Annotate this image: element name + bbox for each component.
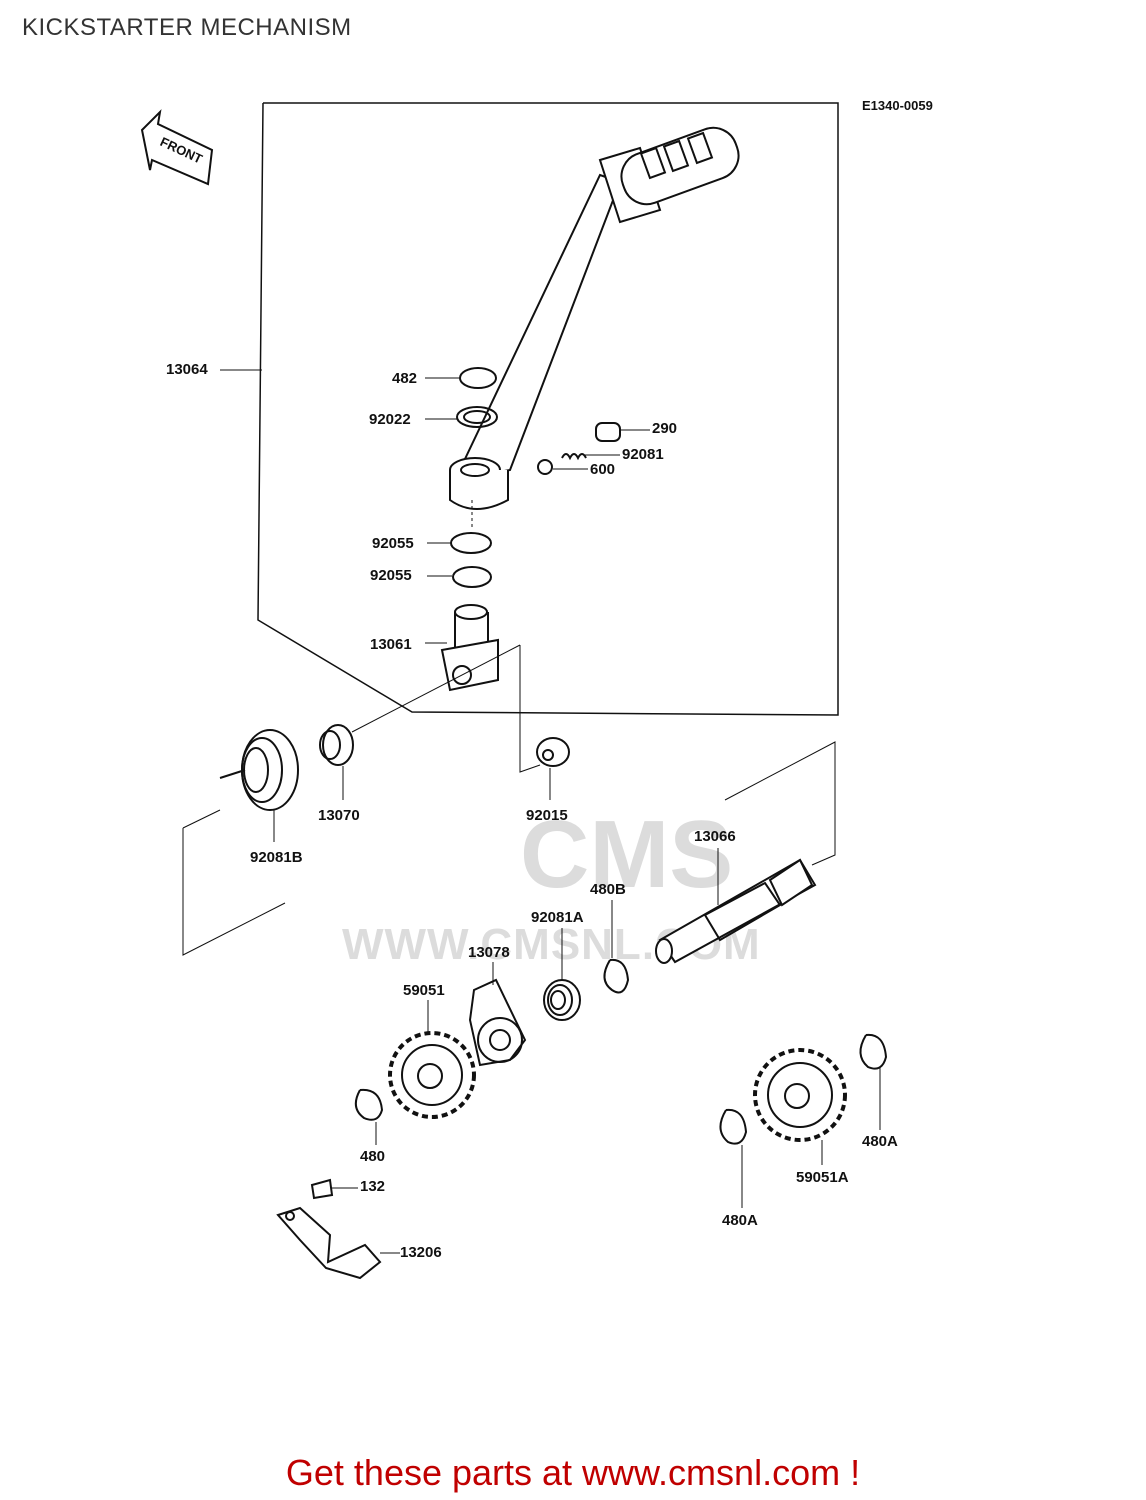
part-label-92015: 92015 bbox=[526, 807, 568, 824]
bushing-92015 bbox=[536, 737, 570, 767]
part-label-480B: 480B bbox=[590, 881, 626, 898]
part-label-480A-right: 480A bbox=[862, 1133, 898, 1150]
ratchet-13078 bbox=[468, 978, 527, 1067]
circlip-480A-bottom bbox=[719, 1108, 748, 1145]
circlip-482 bbox=[459, 367, 497, 389]
part-label-92055-b: 92055 bbox=[370, 567, 412, 584]
ball-600 bbox=[537, 459, 553, 475]
spring-92081A bbox=[543, 979, 581, 1021]
part-label-13078: 13078 bbox=[468, 944, 510, 961]
oring-92055-a bbox=[450, 532, 492, 554]
kick-shaft-13066 bbox=[655, 858, 817, 964]
part-label-13066: 13066 bbox=[694, 828, 736, 845]
circlip-480 bbox=[354, 1088, 384, 1121]
part-label-13070: 13070 bbox=[318, 807, 360, 824]
part-label-132: 132 bbox=[360, 1178, 386, 1195]
spring-92081B bbox=[219, 729, 299, 811]
part-label-92055-a: 92055 bbox=[372, 535, 414, 552]
part-label-482: 482 bbox=[392, 370, 418, 387]
part-label-13206: 13206 bbox=[400, 1244, 442, 1261]
kick-pedal-lever bbox=[449, 126, 740, 510]
bolt-132 bbox=[310, 1178, 334, 1200]
diagram-code: E1340-0059 bbox=[862, 98, 933, 113]
part-label-92081B: 92081B bbox=[250, 849, 303, 866]
front-arrow-icon: FRONT bbox=[140, 109, 214, 186]
part-label-92022: 92022 bbox=[369, 411, 411, 428]
part-label-59051: 59051 bbox=[403, 982, 445, 999]
plug-290 bbox=[595, 422, 621, 442]
assembly-boundary bbox=[257, 102, 839, 716]
washer-92022-inner bbox=[463, 410, 491, 424]
part-label-92081: 92081 bbox=[622, 446, 664, 463]
watermark-brand: CMS bbox=[520, 801, 734, 908]
part-label-92081A: 92081A bbox=[531, 909, 584, 926]
circlip-480A-right bbox=[859, 1033, 888, 1070]
part-label-290: 290 bbox=[652, 420, 678, 437]
part-label-13064: 13064 bbox=[166, 361, 208, 378]
gear-59051A bbox=[753, 1048, 847, 1142]
spring-92081 bbox=[561, 453, 587, 461]
washer-92022 bbox=[456, 406, 498, 428]
part-label-600: 600 bbox=[590, 461, 616, 478]
part-label-480: 480 bbox=[360, 1148, 386, 1165]
collar-13070 bbox=[322, 724, 354, 766]
footer-link[interactable]: Get these parts at www.cmsnl.com ! bbox=[285, 1452, 861, 1493]
circlip-480B bbox=[603, 958, 630, 994]
kick-shaft-13061 bbox=[440, 604, 499, 692]
part-label-59051A: 59051A bbox=[796, 1169, 849, 1186]
gear-59051 bbox=[388, 1031, 476, 1119]
page-title: KICKSTARTER MECHANISM bbox=[22, 14, 352, 41]
guide-13206 bbox=[276, 1206, 382, 1280]
oring-92055-b bbox=[452, 566, 492, 588]
part-label-13061: 13061 bbox=[370, 636, 412, 653]
part-label-480A-bottom: 480A bbox=[722, 1212, 758, 1229]
